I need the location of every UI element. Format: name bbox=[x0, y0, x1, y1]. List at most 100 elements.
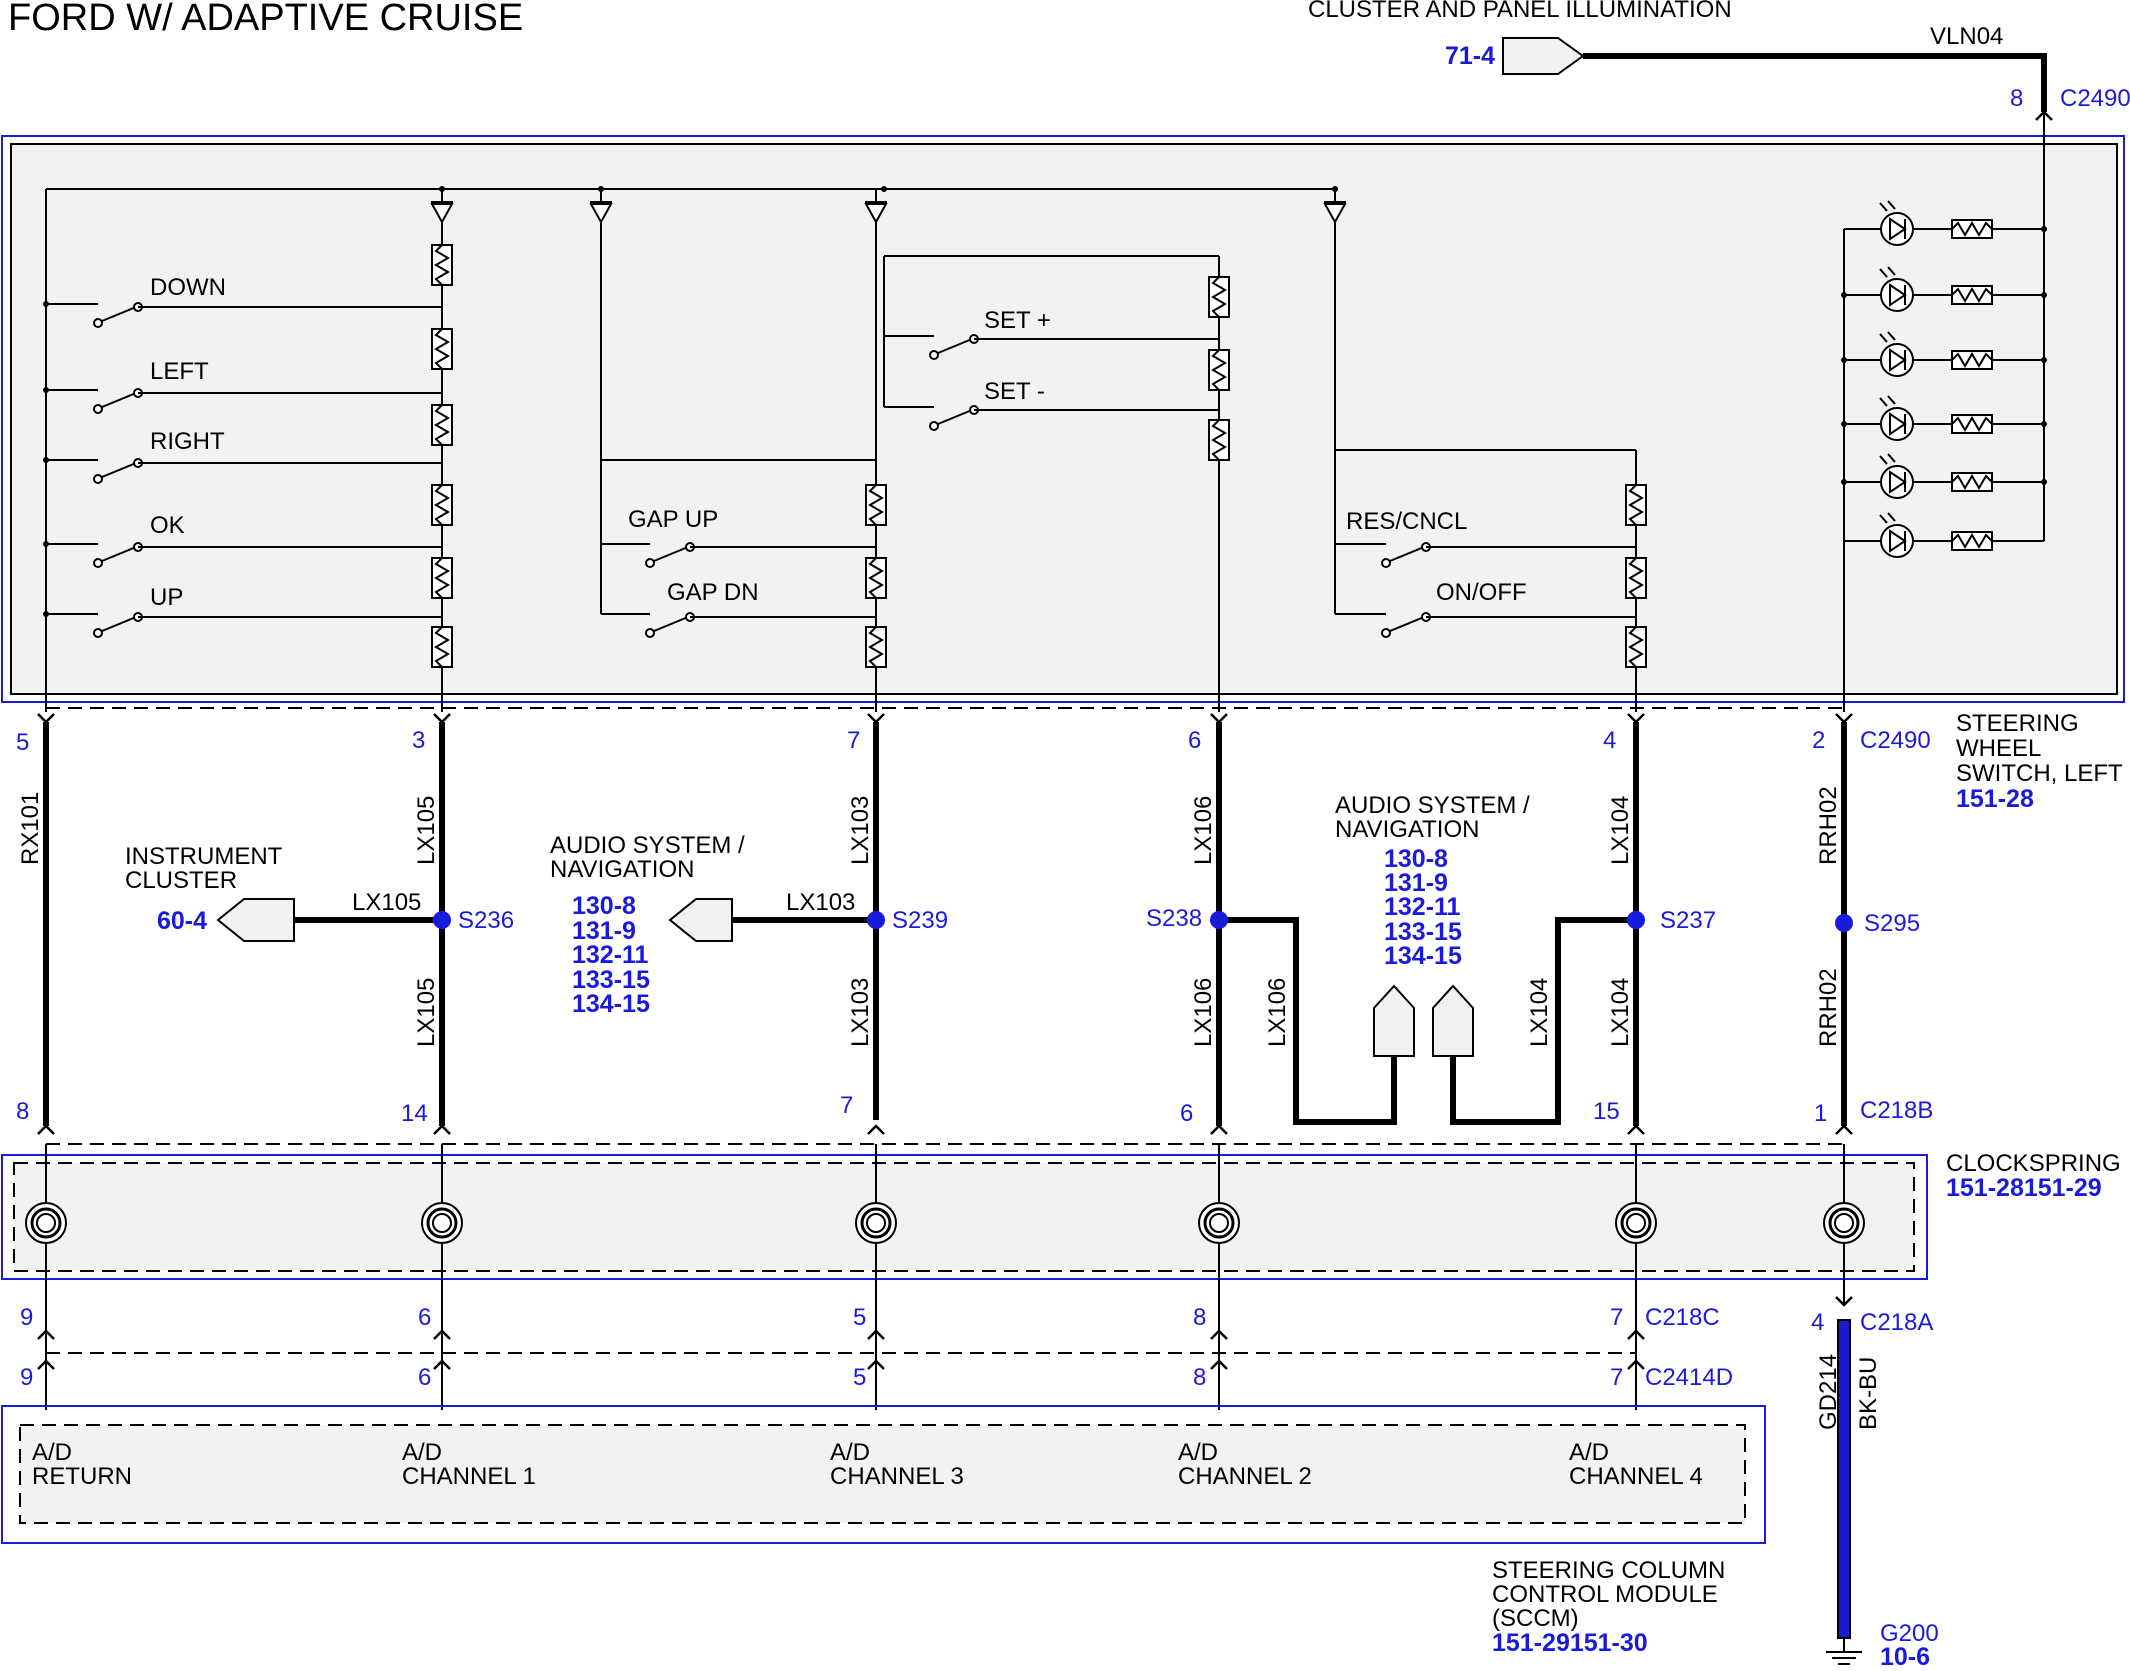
switch-internal-circuit bbox=[43, 112, 2047, 712]
wire-rx101-label: RX101 bbox=[17, 792, 44, 865]
splice-s295[interactable] bbox=[1835, 914, 1853, 932]
splice-s236[interactable] bbox=[433, 911, 451, 929]
sccm-ch2-label-2: CHANNEL 2 bbox=[1178, 1463, 1312, 1490]
c218b-pin-lx106: 6 bbox=[1180, 1100, 1193, 1127]
c218b-pin-lx105: 14 bbox=[401, 1100, 428, 1127]
sccm-label-2: CONTROL MODULE bbox=[1492, 1581, 1718, 1608]
c2490-pin-rrh02: 2 bbox=[1812, 727, 1825, 754]
c2490-top-conn: C2490 bbox=[2060, 85, 2130, 112]
wire-rrh02-upper-label: RRH02 bbox=[1815, 786, 1842, 865]
c2490-pin-lx106: 6 bbox=[1188, 727, 1201, 754]
sccm-label-1: STEERING COLUMN bbox=[1492, 1557, 1725, 1584]
c218c-pin-ch2: 8 bbox=[1193, 1304, 1206, 1331]
illum-label: CLUSTER AND PANEL ILLUMINATION bbox=[1308, 0, 1732, 23]
c218c-pin-ch3: 5 bbox=[853, 1304, 866, 1331]
c2490-pin-lx104: 4 bbox=[1603, 727, 1616, 754]
c218c-pin-ch4: 7 bbox=[1610, 1304, 1623, 1331]
audio1-ref-5[interactable]: 134-15 bbox=[572, 990, 650, 1018]
illum-ref-link[interactable]: 71-4 bbox=[1445, 42, 1495, 70]
wire-lx104-upper-label: LX104 bbox=[1607, 796, 1634, 865]
wire-lx105-upper-label: LX105 bbox=[413, 796, 440, 865]
vln04-label: VLN04 bbox=[1930, 23, 2003, 50]
c218a-conn: C218A bbox=[1860, 1309, 1933, 1336]
swl-label-3: SWITCH, LEFT bbox=[1956, 760, 2123, 787]
vln04-pin: 8 bbox=[2010, 85, 2023, 112]
splice-s239[interactable] bbox=[867, 911, 885, 929]
sccm-label-3: (SCCM) bbox=[1492, 1605, 1579, 1632]
switch-on-off-label: ON/OFF bbox=[1436, 579, 1527, 606]
splice-s237[interactable] bbox=[1627, 911, 1645, 929]
audio1-label-2: NAVIGATION bbox=[550, 856, 694, 883]
c218c-pin-return: 9 bbox=[20, 1304, 33, 1331]
ic-label-2: CLUSTER bbox=[125, 867, 237, 894]
c2414d-pin-return: 9 bbox=[20, 1364, 33, 1391]
c218b-pin-lx103: 7 bbox=[840, 1092, 853, 1119]
c2414d-pin-ch4: 7 bbox=[1610, 1364, 1623, 1391]
switch-left-label: LEFT bbox=[150, 358, 209, 385]
switch-gap-up-label: GAP UP bbox=[628, 506, 718, 533]
switch-ok-label: OK bbox=[150, 512, 185, 539]
c218b-pin-rx101: 8 bbox=[16, 1098, 29, 1125]
sccm-return-label-2: RETURN bbox=[32, 1463, 132, 1490]
switch-res-cncl-label: RES/CNCL bbox=[1346, 508, 1467, 535]
c218b-conn: C218B bbox=[1860, 1097, 1933, 1124]
switch-down-label: DOWN bbox=[150, 274, 226, 301]
audio2-ref-1[interactable]: 130-8 bbox=[1384, 845, 1448, 873]
c2490-pin-rx101: 5 bbox=[16, 729, 29, 756]
splice-s295-label: S295 bbox=[1864, 910, 1920, 937]
sccm-outline bbox=[1, 1405, 1766, 1544]
audio2-ref-3[interactable]: 132-11 bbox=[1384, 893, 1461, 921]
c2414d-pin-ch2: 8 bbox=[1193, 1364, 1206, 1391]
clockspring-coils bbox=[24, 1144, 1866, 1410]
swl-ref-link[interactable]: 151-28 bbox=[1956, 785, 2034, 813]
wire-lx105-horizontal-label: LX105 bbox=[352, 889, 421, 916]
audio1-ref-4[interactable]: 133-15 bbox=[572, 966, 650, 994]
splice-s238-label: S238 bbox=[1146, 905, 1202, 932]
audio1-ref-3[interactable]: 132-11 bbox=[572, 941, 649, 969]
c218b-pin-lx104: 15 bbox=[1593, 1098, 1620, 1125]
clockspring-ref-link[interactable]: 151-28151-29 bbox=[1946, 1174, 2102, 1202]
switch-set-plus-label: SET + bbox=[984, 307, 1051, 334]
wire-lx103-lower-label: LX103 bbox=[847, 978, 874, 1047]
clockspring-box bbox=[13, 1162, 1915, 1272]
c218c-pin-icons bbox=[36, 1329, 1646, 1341]
sccm-ch4-label-2: CHANNEL 4 bbox=[1569, 1463, 1703, 1490]
c2414d-pin-icons bbox=[36, 1359, 1646, 1371]
c2490-pin-icons bbox=[36, 712, 1854, 724]
audio2-label-2: NAVIGATION bbox=[1335, 816, 1479, 843]
splice-s239-label: S239 bbox=[892, 907, 948, 934]
wire-lx103-upper-label: LX103 bbox=[847, 796, 874, 865]
ground-icon bbox=[1826, 1638, 1862, 1665]
ic-ref-link[interactable]: 60-4 bbox=[157, 907, 207, 935]
sccm-ref-link[interactable]: 151-29151-30 bbox=[1492, 1629, 1648, 1657]
audio2-ref-4[interactable]: 133-15 bbox=[1384, 918, 1462, 946]
wire-lx104-lower-label: LX104 bbox=[1607, 978, 1634, 1047]
ground-ref-link[interactable]: 10-6 bbox=[1880, 1643, 1930, 1671]
audio2-ref-2[interactable]: 131-9 bbox=[1384, 869, 1448, 897]
audio2-label-1: AUDIO SYSTEM / bbox=[1335, 792, 1530, 819]
sccm-ch1-label-2: CHANNEL 1 bbox=[402, 1463, 536, 1490]
audio2-connector-icon-a bbox=[1373, 984, 1415, 1057]
splice-s238[interactable] bbox=[1210, 911, 1228, 929]
c218a-pin: 4 bbox=[1811, 1309, 1824, 1336]
gd214-wire-label: GD214 bbox=[1815, 1354, 1842, 1430]
clockspring-outline bbox=[1, 1154, 1928, 1280]
audio1-ref-1[interactable]: 130-8 bbox=[572, 892, 636, 920]
steering-wheel-switch-outline bbox=[1, 135, 2125, 703]
sccm-ch1-label-1: A/D bbox=[402, 1439, 442, 1466]
wire-lx105-lower-label: LX105 bbox=[413, 978, 440, 1047]
audio1-ref-2[interactable]: 131-9 bbox=[572, 917, 636, 945]
sccm-box bbox=[19, 1424, 1746, 1524]
switch-right-label: RIGHT bbox=[150, 428, 225, 455]
c2414d-conn: C2414D bbox=[1645, 1364, 1733, 1391]
wire-lx106-upper-label: LX106 bbox=[1190, 796, 1217, 865]
c2490-pin-lx105: 3 bbox=[412, 727, 425, 754]
swl-label-1: STEERING bbox=[1956, 710, 2079, 737]
audio1-connector-icon bbox=[668, 898, 733, 942]
audio2-ref-5[interactable]: 134-15 bbox=[1384, 942, 1462, 970]
swl-label-2: WHEEL bbox=[1956, 735, 2041, 762]
illum-connector-icon bbox=[1502, 37, 1585, 75]
splice-s236-label: S236 bbox=[458, 907, 514, 934]
diagram-title: FORD W/ ADAPTIVE CRUISE bbox=[8, 0, 523, 39]
